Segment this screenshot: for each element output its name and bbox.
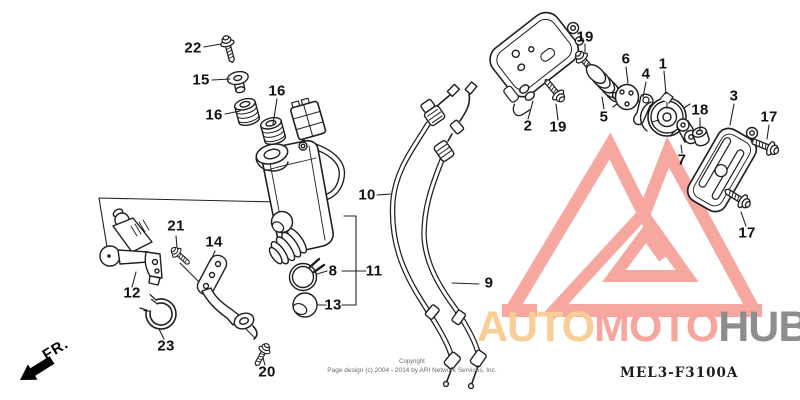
bracket-14 xyxy=(196,254,258,340)
callout-label: 17 xyxy=(760,108,778,126)
clip-23 xyxy=(139,293,177,330)
callout-label: 18 xyxy=(691,101,709,119)
bracket-12 xyxy=(99,208,163,286)
callout-label: 10 xyxy=(358,186,376,204)
bolt-22 xyxy=(218,33,240,65)
wire-connector xyxy=(290,97,327,141)
callout-label: 15 xyxy=(192,71,210,89)
nut-18 xyxy=(691,126,710,147)
fr-arrow xyxy=(20,356,55,380)
callout-label: 17 xyxy=(738,224,756,242)
callout-label: 2 xyxy=(523,117,533,135)
callout-label: 6 xyxy=(621,50,631,68)
copyright-line2: Page design (c) 2004 - 2014 by ARI Netwo… xyxy=(327,366,497,374)
pulley-1 xyxy=(639,91,691,137)
callout-label: 4 xyxy=(641,65,651,83)
callout-label: 12 xyxy=(123,284,141,302)
callout-label: 1 xyxy=(658,55,668,73)
callout-label: 20 xyxy=(258,363,276,381)
callout-label: 5 xyxy=(599,108,609,126)
cap-13 xyxy=(292,292,318,318)
leader-lines xyxy=(131,43,770,366)
washer-15 xyxy=(226,70,249,94)
callout-label: 21 xyxy=(167,217,185,235)
callout-label: 19 xyxy=(549,118,567,136)
valve-assembly xyxy=(255,97,346,265)
callout-label: 11 xyxy=(365,262,383,280)
callout-label: 13 xyxy=(324,296,342,314)
copyright-note: Copyright Page design (c) 2004 - 2014 by… xyxy=(292,359,532,375)
disc-6 xyxy=(612,83,644,111)
damper-16-right xyxy=(258,114,288,147)
housing-2 xyxy=(489,11,585,117)
callout-label: 19 xyxy=(576,28,594,46)
watermark-brand-text: AUTOMOTOHUB xyxy=(477,306,800,349)
copyright-line1: Copyright xyxy=(399,359,425,365)
watermark-segment-auto: AUTO xyxy=(477,303,595,351)
watermark-logo xyxy=(502,132,763,321)
callout-label: 7 xyxy=(677,151,687,169)
watermark-segment-hub: HUB xyxy=(718,303,800,351)
diagram-code: MEL3-F3100A xyxy=(620,365,739,381)
screw-21 xyxy=(167,243,194,269)
plate-3 xyxy=(686,126,759,213)
watermark-segment-moto: MOTO xyxy=(594,303,719,351)
cable-10 xyxy=(389,83,462,388)
callout-label: 9 xyxy=(484,274,494,292)
callout-label: 23 xyxy=(157,337,175,355)
lever-4 xyxy=(633,93,654,126)
clamp-8 xyxy=(288,257,326,292)
callout-label: 16 xyxy=(268,82,286,100)
cable-9 xyxy=(421,81,487,390)
callout-label: 16 xyxy=(205,106,223,124)
callout-label: 8 xyxy=(328,262,338,280)
callout-label: 14 xyxy=(205,233,223,251)
callout-label: 3 xyxy=(729,87,739,105)
callout-label: 22 xyxy=(184,39,202,57)
